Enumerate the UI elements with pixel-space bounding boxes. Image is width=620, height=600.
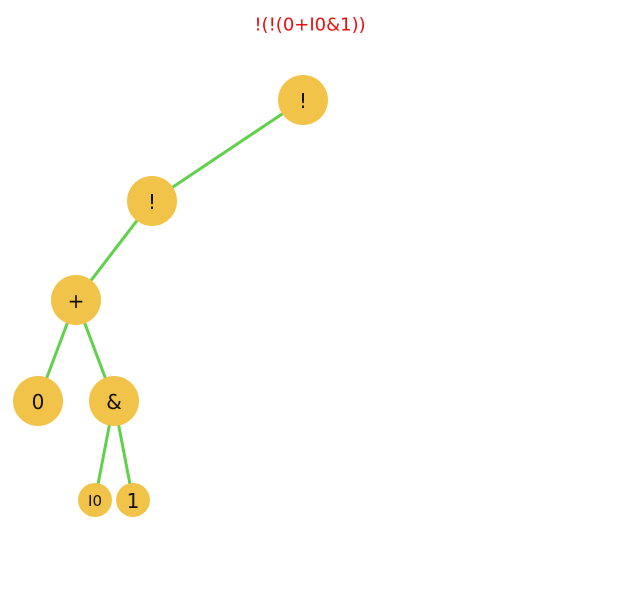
- tree-node: 0: [13, 376, 63, 426]
- tree-node-circle: [89, 376, 139, 426]
- tree-node-label: !: [299, 89, 307, 113]
- tree-nodes: !! +0 & I0 1: [13, 75, 328, 517]
- tree-node: !: [278, 75, 328, 125]
- tree-node: +: [51, 275, 101, 325]
- tree-node-label: &: [106, 390, 122, 414]
- tree-node-circle: [13, 376, 63, 426]
- tree-edge: [150, 98, 305, 203]
- expression-title: !(!(0+I0&1)): [254, 15, 365, 36]
- tree-node-circle: [127, 176, 177, 226]
- tree-node-label: I0: [88, 492, 102, 510]
- tree-node-circle: [116, 483, 150, 517]
- tree-node: !: [127, 176, 177, 226]
- tree-node-label: 0: [32, 390, 45, 414]
- tree-node-circle: [278, 75, 328, 125]
- tree-node: 1: [116, 483, 150, 517]
- tree-node-label: !: [148, 190, 156, 214]
- tree-node-label: +: [68, 289, 85, 313]
- tree-node-circle: [78, 483, 112, 517]
- tree-node-circle: [51, 275, 101, 325]
- tree-node: I0: [78, 483, 112, 517]
- tree-node: &: [89, 376, 139, 426]
- tree-node-label: 1: [127, 489, 140, 513]
